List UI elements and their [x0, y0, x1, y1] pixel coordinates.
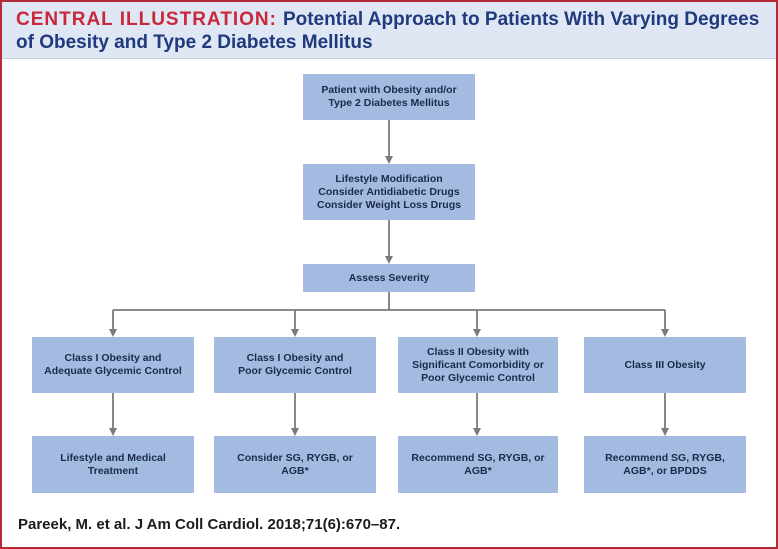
condition-box-1: Class I Obesity and Adequate Glycemic Co… — [32, 337, 194, 393]
title-text: Potential Approach to Patients With Vary… — [16, 9, 760, 53]
assess-severity-box: Assess Severity — [303, 264, 475, 292]
start-box-label: Patient with Obesity and/or Type 2 Diabe… — [321, 84, 457, 109]
recommendation-label-3: Recommend SG, RYGB, or AGB* — [411, 451, 545, 477]
title-prefix: CENTRAL ILLUSTRATION: — [16, 9, 277, 30]
condition-box-2: Class I Obesity and Poor Glycemic Contro… — [214, 337, 376, 393]
lifestyle-box: Lifestyle Modification Consider Antidiab… — [303, 164, 475, 220]
recommendation-label-4: Recommend SG, RYGB, AGB*, or BPDDS — [605, 451, 725, 477]
lifestyle-box-label: Lifestyle Modification Consider Antidiab… — [317, 172, 461, 211]
condition-label-1: Class I Obesity and Adequate Glycemic Co… — [44, 352, 182, 377]
recommendation-box-1: Lifestyle and Medical Treatment — [32, 436, 194, 493]
condition-box-3: Class II Obesity with Significant Comorb… — [398, 337, 558, 393]
recommendation-label-2: Consider SG, RYGB, or AGB* — [237, 451, 353, 477]
condition-label-4: Class III Obesity — [624, 358, 706, 371]
recommendation-box-2: Consider SG, RYGB, or AGB* — [214, 436, 376, 493]
recommendation-label-1: Lifestyle and Medical Treatment — [60, 451, 166, 477]
condition-label-2: Class I Obesity and Poor Glycemic Contro… — [238, 352, 352, 377]
start-box: Patient with Obesity and/or Type 2 Diabe… — [303, 74, 475, 120]
recommendation-box-4: Recommend SG, RYGB, AGB*, or BPDDS — [584, 436, 746, 493]
page-title: CENTRAL ILLUSTRATION:Potential Approach … — [16, 8, 768, 54]
header: CENTRAL ILLUSTRATION:Potential Approach … — [2, 2, 776, 59]
recommendation-box-3: Recommend SG, RYGB, or AGB* — [398, 436, 558, 493]
condition-box-4: Class III Obesity — [584, 337, 746, 393]
citation: Pareek, M. et al. J Am Coll Cardiol. 201… — [18, 516, 401, 533]
assess-severity-label: Assess Severity — [348, 271, 430, 284]
condition-label-3: Class II Obesity with Significant Comorb… — [412, 345, 544, 384]
